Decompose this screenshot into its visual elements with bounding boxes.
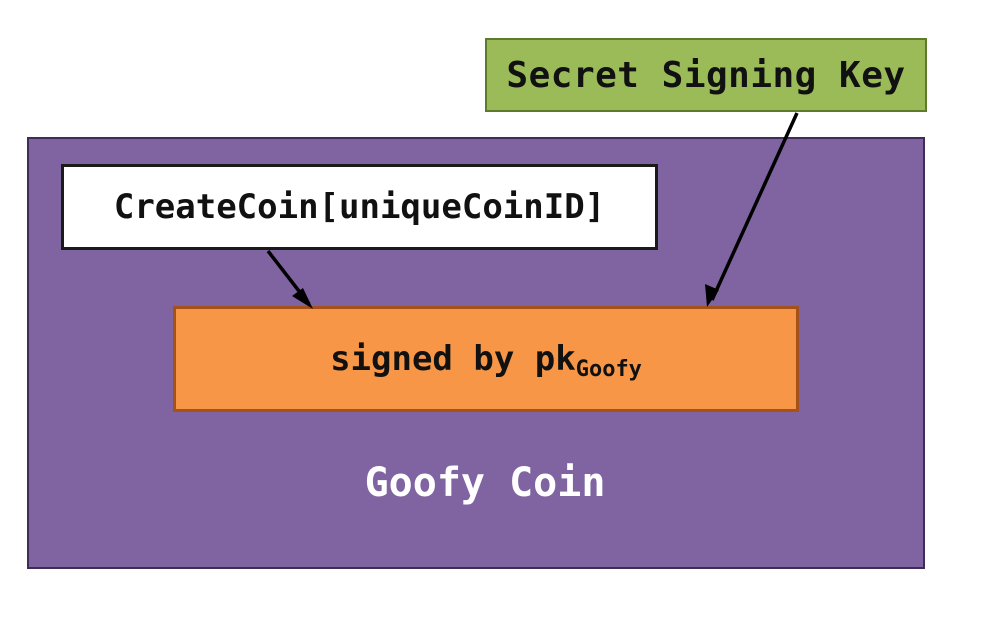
secret-signing-key-label: Secret Signing Key <box>506 54 906 96</box>
create-coin-box: CreateCoin[uniqueCoinID] <box>61 164 658 250</box>
signed-by-subscript: Goofy <box>575 356 642 382</box>
goofy-coin-label: Goofy Coin <box>364 460 606 506</box>
signed-by-label: signed by pk <box>330 339 576 379</box>
secret-signing-key-box: Secret Signing Key <box>485 38 927 112</box>
create-coin-label: CreateCoin[uniqueCoinID] <box>113 187 606 227</box>
